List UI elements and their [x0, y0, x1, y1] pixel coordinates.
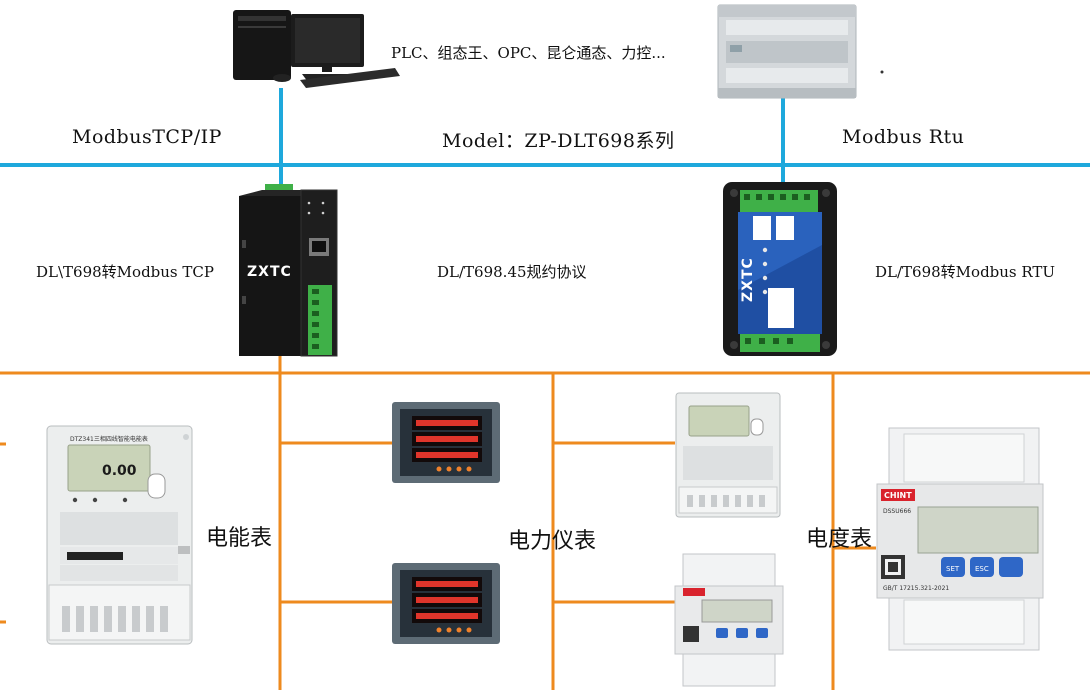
din-meter-category-label: 电度表	[806, 527, 873, 552]
desktop-computer	[233, 10, 400, 88]
small-din-meter	[674, 553, 784, 687]
modbus-tcp-label: ModbusTCP/IP	[72, 126, 222, 148]
tcp-gateway-label: DL\T698转Modbus TCP	[36, 263, 214, 281]
rtu-gateway-label: DL/T698转Modbus RTU	[875, 263, 1056, 281]
energy-meter-reading: 0.00	[102, 463, 137, 479]
chint-standard-large: GB/T 17215.321-2021	[883, 585, 949, 592]
panel-meter-2	[392, 563, 500, 644]
small-energy-meter	[675, 392, 781, 518]
energy-meter-category-label: 电能表	[206, 526, 273, 551]
model-label: Model：ZP-DLT698系列	[442, 130, 675, 152]
chint-set-button: SET	[946, 565, 960, 573]
chint-esc-button: ESC	[975, 565, 989, 573]
plc-device	[717, 4, 884, 99]
large-din-meter: CHINT DSSU666 SET ESC GB/T 17215.321-202…	[876, 427, 1044, 651]
rtu-gateway-brand: ZXTC	[740, 257, 756, 302]
chint-model-large: DSSU666	[883, 508, 911, 515]
software-list-label: PLC、组态王、OPC、昆仑通态、力控...	[391, 44, 666, 62]
chint-brand-large: CHINT	[884, 491, 912, 500]
modbus-rtu-label: Modbus Rtu	[842, 126, 965, 148]
tcp-gateway: ZXTC	[239, 184, 338, 357]
power-meter-category-label: 电力仪表	[508, 529, 597, 554]
energy-meter: DTZ341三相四线智能电能表 0.00	[46, 425, 193, 645]
energy-meter-title: DTZ341三相四线智能电能表	[70, 435, 148, 443]
tcp-gateway-brand: ZXTC	[247, 264, 292, 280]
protocol-label: DL/T698.45规约协议	[437, 263, 587, 281]
rtu-gateway: ZXTC	[723, 182, 837, 356]
panel-meter-1	[392, 402, 500, 483]
